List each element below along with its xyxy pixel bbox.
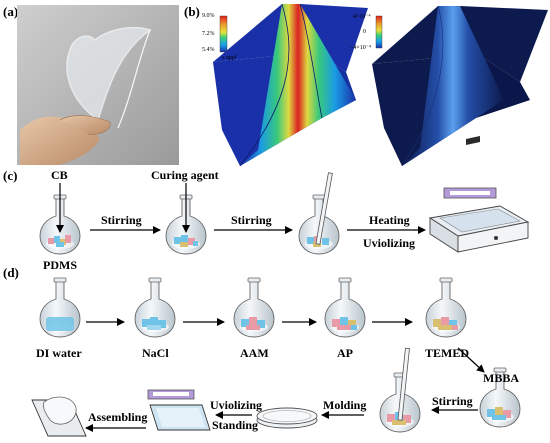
flask-mbba bbox=[479, 367, 521, 428]
label-pdms: PDMS bbox=[43, 258, 77, 272]
label-stirring-d: Stirring bbox=[432, 394, 473, 408]
label-assembling: Assembling bbox=[88, 410, 148, 424]
panel-label-b: (b) bbox=[184, 4, 200, 19]
flask-di-water bbox=[39, 277, 81, 338]
uv-mold bbox=[147, 389, 211, 431]
panel-label-a: (a) bbox=[3, 4, 19, 19]
label-stirring-2: Stirring bbox=[231, 213, 272, 227]
particle-cluster bbox=[48, 235, 71, 247]
petri-dish bbox=[256, 407, 318, 429]
flask-aam bbox=[233, 277, 275, 338]
label-heating: Heating bbox=[369, 213, 410, 227]
scale-left-bottom: 5.4% bbox=[202, 47, 215, 53]
label-molding: Molding bbox=[323, 398, 367, 412]
label-uviolizing-d: Uviolizing bbox=[210, 398, 263, 412]
scale-right-mid: 0 bbox=[363, 29, 366, 35]
photo-stretched-film bbox=[17, 5, 179, 165]
flask-stirring bbox=[298, 172, 340, 255]
heating-device bbox=[428, 135, 530, 253]
panel-label-d: (d) bbox=[3, 265, 19, 280]
panel-label-c: (c) bbox=[3, 168, 18, 183]
scale-left-mid: 7.2% bbox=[202, 31, 215, 37]
scale-right-bottom: −4×10⁻⁴ bbox=[350, 45, 372, 51]
flask-cb-pdms bbox=[39, 194, 81, 255]
label-nacl: NaCl bbox=[142, 346, 169, 360]
arrow-d5 bbox=[457, 347, 485, 373]
label-aam: AAM bbox=[240, 346, 269, 360]
flask-stirring-hydrogel bbox=[379, 347, 421, 433]
flask-curing bbox=[165, 194, 207, 255]
label-mbba: MBBA bbox=[483, 371, 519, 385]
assembled-film bbox=[31, 396, 87, 437]
label-cb: CB bbox=[51, 168, 68, 182]
scale-left-label: ε appl bbox=[222, 55, 237, 61]
label-temed: TEMED bbox=[425, 346, 470, 360]
strain-heatmap bbox=[213, 3, 368, 167]
label-standing: Standing bbox=[212, 418, 259, 432]
stress-heatmap bbox=[372, 5, 548, 167]
scale-right-top: 4×10⁻⁴ bbox=[353, 14, 371, 20]
label-ap: AP bbox=[337, 346, 353, 360]
flask-nacl bbox=[134, 277, 176, 338]
label-curing-agent: Curing agent bbox=[151, 168, 219, 182]
flask-temed bbox=[425, 277, 467, 338]
label-di-water: DI water bbox=[36, 346, 82, 360]
flask-ap bbox=[324, 277, 366, 338]
scale-left-top: 9.0% bbox=[202, 13, 215, 19]
label-stirring-1: Stirring bbox=[101, 213, 142, 227]
label-uviolizing-c: Uviolizing bbox=[363, 236, 416, 250]
